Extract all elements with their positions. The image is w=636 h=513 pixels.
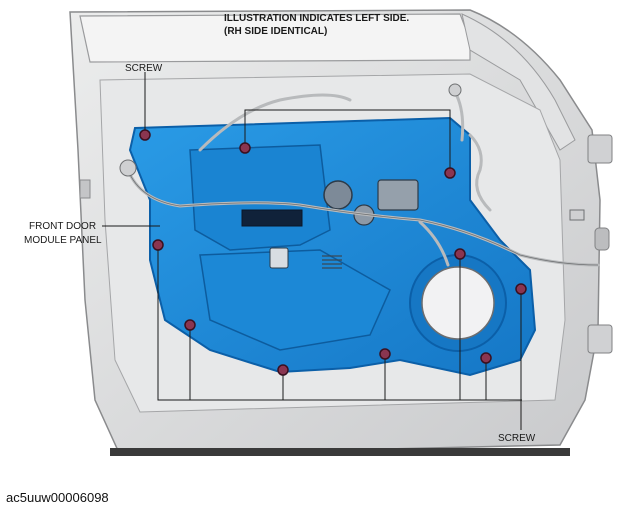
harness-clip [448,83,462,97]
lower-hinge [587,324,613,354]
door-check [594,227,610,251]
screw [379,348,391,360]
wiring-connector-block [241,209,303,227]
weather-strip [110,448,570,456]
door-lock-actuator [377,179,419,211]
regulator-motor [323,180,353,210]
leader-lines [102,72,522,430]
upper-hinge [587,134,613,164]
screw [184,319,196,331]
wiring-harness-outline [127,169,599,266]
vent-grille [322,255,342,269]
screw [152,239,164,251]
header-line-1: ILLUSTRATION INDICATES LEFT SIDE. [224,13,409,24]
screw [444,167,456,179]
panel-label-line-1: FRONT DOOR [29,221,96,232]
speaker-opening [421,266,495,340]
panel-label-line-2: MODULE PANEL [24,235,102,246]
service-hole [269,247,289,269]
screw [454,248,466,260]
screw [515,283,527,295]
screw [277,364,289,376]
screw [239,142,251,154]
screw [139,129,151,141]
latch [79,179,91,199]
grommet [119,159,137,177]
header-line-2: (RH SIDE IDENTICAL) [224,26,327,37]
screw [480,352,492,364]
screw-label-top: SCREW [125,63,163,74]
figure-id: ac5uuw00006098 [6,490,109,505]
front-door-module-panel [128,116,537,377]
screw-label-bottom: SCREW [498,433,536,444]
